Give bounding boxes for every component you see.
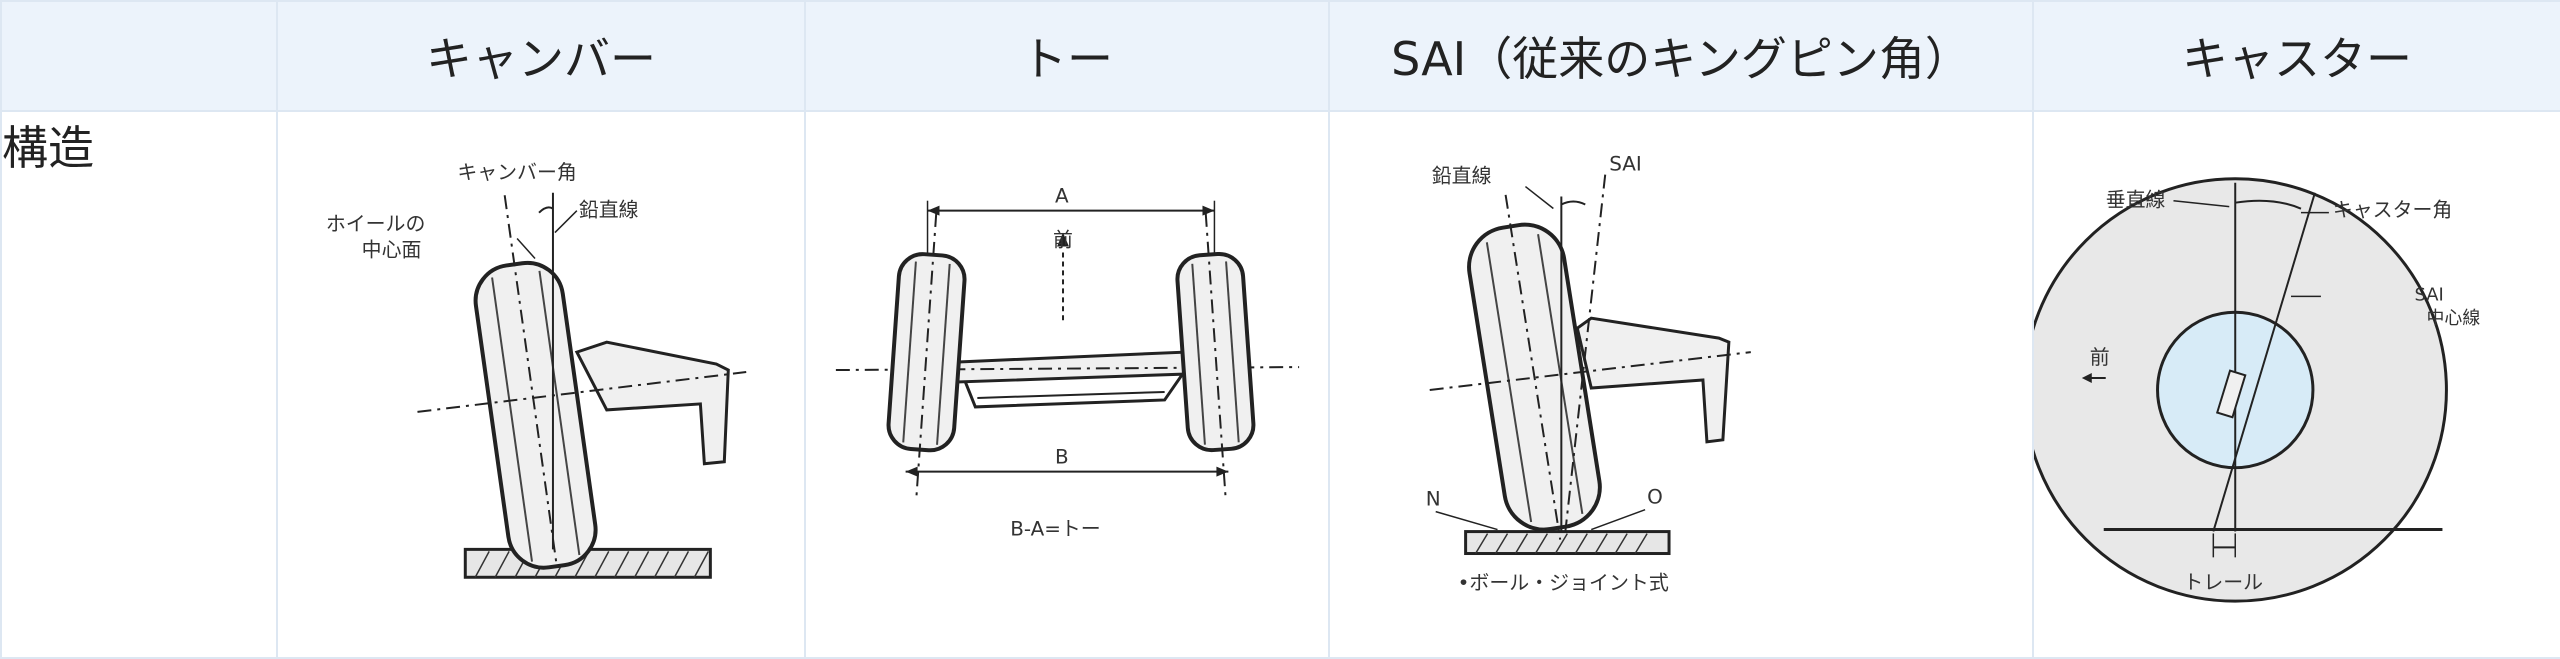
sai-angle-label: SAI — [1609, 152, 1642, 176]
wheel-plane-label-1: ホイールの — [326, 213, 426, 236]
toe-diagram-icon: A 前 B B-A=トー — [835, 185, 1300, 540]
sai-vertical-label: 鉛直線 — [1432, 164, 1492, 188]
sai-diagram-icon: 鉛直線 SAI N O •ボール・ジョイント式 — [1426, 152, 1751, 594]
caster-sai-label-2: 中心線 — [2427, 308, 2481, 329]
toe-front-label: 前 — [1053, 229, 1073, 252]
header-cell-empty — [0, 0, 278, 112]
header-toe: トー — [804, 0, 1330, 112]
row-label-structure: 構造 — [0, 110, 278, 659]
sai-note-label: •ボール・ジョイント式 — [1458, 570, 1669, 594]
caster-front-label: 前 — [2090, 346, 2110, 369]
camber-angle-label: キャンバー角 — [457, 161, 576, 184]
caster-vertical-label: 垂直線 — [2106, 189, 2166, 212]
caster-trail-label: トレール — [2183, 571, 2263, 594]
wheel-plane-label-2: 中心面 — [362, 238, 422, 261]
camber-figure-cell: キャンバー角 ホイールの 中心面 鉛直線 — [276, 110, 806, 659]
header-camber: キャンバー — [276, 0, 806, 112]
caster-angle-label: キャスター角 — [2333, 199, 2452, 222]
sai-o-label: O — [1647, 485, 1663, 509]
camber-diagram-icon: キャンバー角 ホイールの 中心面 鉛直線 — [326, 161, 747, 579]
toe-formula-label: B-A=トー — [1010, 517, 1101, 540]
caster-sai-label-1: SAI — [2415, 284, 2444, 305]
camber-vertical-label: 鉛直線 — [579, 199, 639, 222]
toe-a-label: A — [1055, 185, 1069, 208]
sai-n-label: N — [1426, 487, 1441, 511]
caster-diagram-icon: 垂直線 キャスター角 SAI 中心線 前 トレール — [2034, 177, 2481, 603]
header-sai: SAI（従来のキングピン角） — [1328, 0, 2034, 112]
structure-row: 構造 — [0, 110, 2560, 659]
toe-b-label: B — [1055, 446, 1069, 469]
header-row: キャンバー トー SAI（従来のキングピン角） キャスター — [0, 0, 2560, 112]
header-caster: キャスター — [2032, 0, 2560, 112]
sai-figure-cell: 鉛直線 SAI N O •ボール・ジョイント式 — [1328, 110, 2034, 659]
toe-figure-cell: A 前 B B-A=トー — [804, 110, 1330, 659]
caster-figure-cell: 垂直線 キャスター角 SAI 中心線 前 トレール — [2032, 110, 2560, 659]
